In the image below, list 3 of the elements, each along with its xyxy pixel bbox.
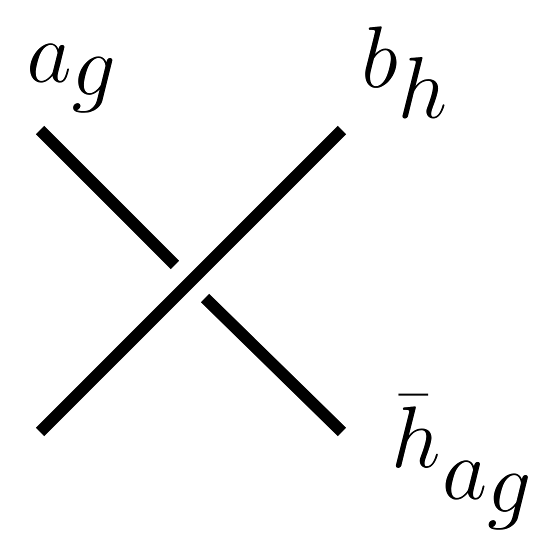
strand-label: ${}^{\bar{h}}a_{g}$ (396, 394, 528, 530)
strand-label: $a_{g}$ (30, 43, 112, 113)
strand-label: $b_{h}$ (365, 26, 444, 119)
